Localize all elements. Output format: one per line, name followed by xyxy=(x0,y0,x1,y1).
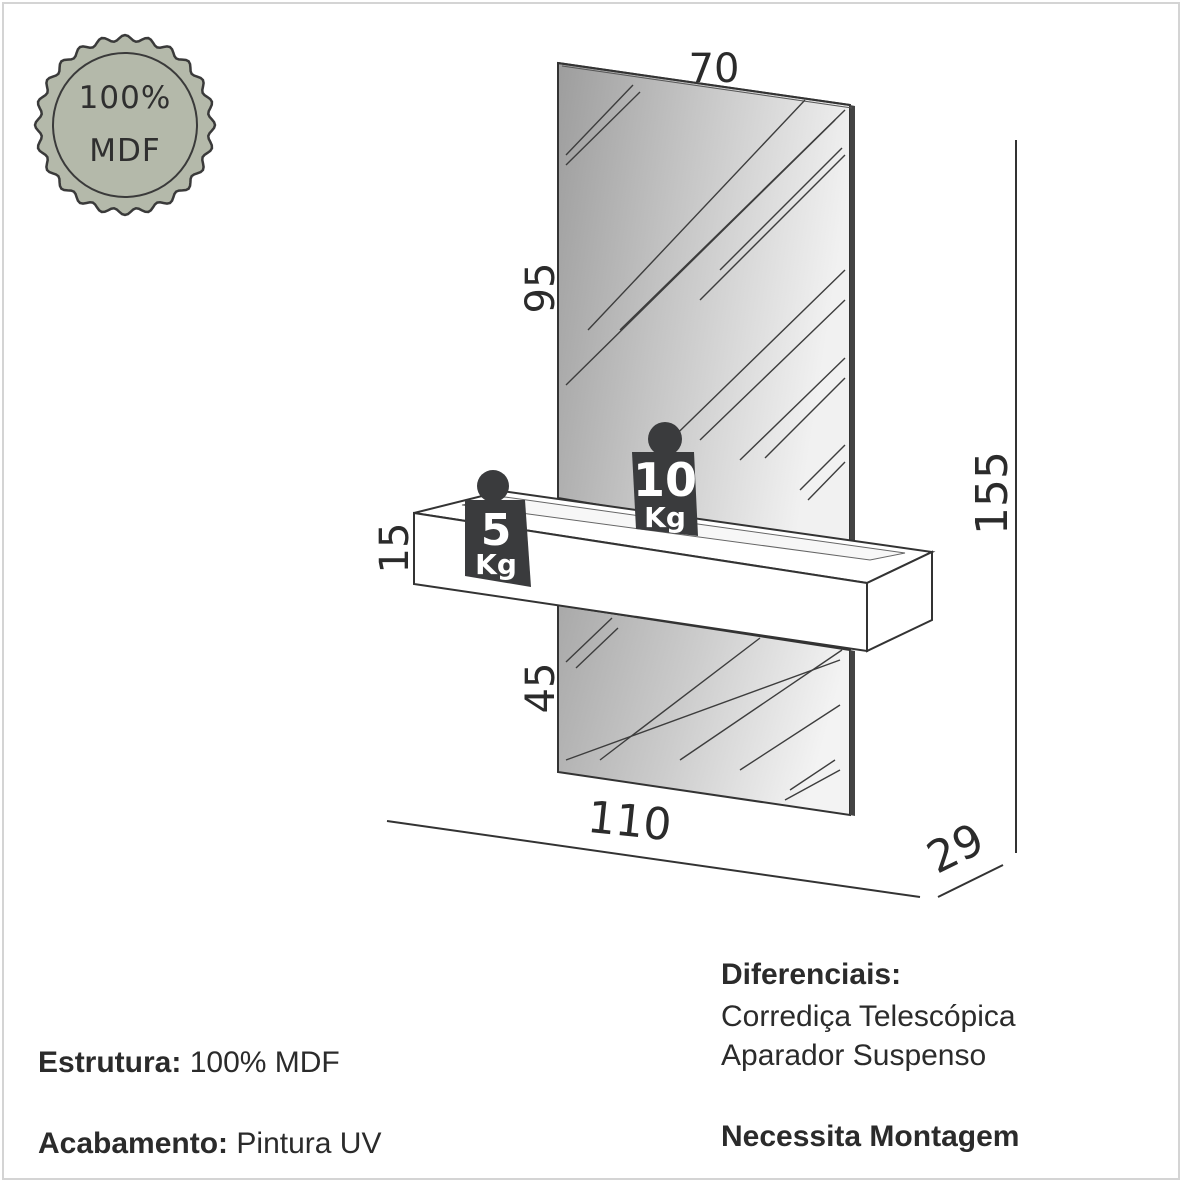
features-title-text: Diferenciais: xyxy=(721,958,902,991)
dimension-lines xyxy=(386,140,1017,898)
dimension-label-total-height: 155 xyxy=(967,451,1018,535)
dimension-label-total-width: 110 xyxy=(585,792,674,851)
depth-dimension-line xyxy=(937,864,1004,898)
structure-label: Estrutura: xyxy=(38,1046,182,1079)
seal-line-2: MDF xyxy=(89,133,161,169)
weight-tag-5kg-value: 5 xyxy=(481,505,512,556)
weight-tag-5kg: 5 Kg xyxy=(465,470,531,587)
dimension-label-shelf-height: 15 xyxy=(372,523,418,574)
seal-line-1: 100% xyxy=(78,80,172,116)
weight-tag-10kg: 10 Kg xyxy=(632,422,698,536)
finish-label: Acabamento: xyxy=(38,1127,229,1160)
assembly-note-text: Necessita Montagem xyxy=(721,1120,1020,1153)
dimension-label-mirror-width: 70 xyxy=(689,46,740,92)
weight-tag-10kg-value: 10 xyxy=(633,453,697,507)
assembly-note: Necessita Montagem xyxy=(721,1120,1019,1154)
structure-spec: Estrutura: 100% MDF xyxy=(38,1046,340,1080)
dimension-label-mirror-upper-height: 95 xyxy=(518,263,564,314)
dimension-label-depth: 29 xyxy=(919,814,992,884)
mdf-seal-badge xyxy=(33,33,217,217)
dimension-label-mirror-lower-height: 45 xyxy=(518,663,564,714)
mirror-reflection-lines xyxy=(565,84,846,801)
mirror-panel xyxy=(557,61,855,817)
width-dimension-line xyxy=(386,820,921,898)
structure-value: 100% MDF xyxy=(189,1046,340,1079)
finish-value: Pintura UV xyxy=(236,1127,382,1160)
finish-spec: Acabamento: Pintura UV xyxy=(38,1127,381,1161)
feature-item-1: Corrediça Telescópica xyxy=(721,1000,1016,1033)
features-title: Diferenciais: xyxy=(721,958,901,992)
feature-item-2: Aparador Suspenso xyxy=(721,1039,987,1072)
weight-tag-5kg-unit: Kg xyxy=(475,548,517,581)
weight-tag-10kg-unit: Kg xyxy=(644,501,686,534)
